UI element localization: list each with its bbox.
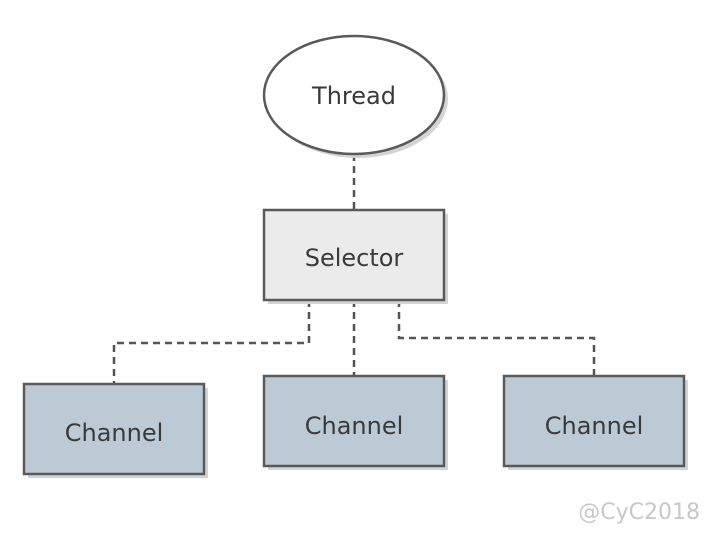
connectors <box>112 154 596 384</box>
channel-node-shape <box>502 374 686 468</box>
channel-node: Channel <box>502 374 688 470</box>
selector-channel-right-connector <box>397 300 596 376</box>
channel-node-label: Channel <box>545 412 644 440</box>
channel-node-shape <box>22 382 206 476</box>
selector-node-label: Selector <box>305 244 404 272</box>
thread-node-label: Thread <box>311 82 396 110</box>
channel-node: Channel <box>262 374 448 470</box>
thread-node-shape <box>262 34 446 156</box>
channel-node-label: Channel <box>65 419 164 447</box>
thread-node: Thread <box>262 34 448 158</box>
selector-channel-left-connector <box>112 300 311 384</box>
selector-node: Selector <box>262 208 448 304</box>
selector-node-shape <box>262 208 446 302</box>
watermark: @CyC2018 <box>578 500 700 525</box>
channel-node-shape <box>262 374 446 468</box>
channel-node: Channel <box>22 382 208 478</box>
channel-node-label: Channel <box>305 412 404 440</box>
